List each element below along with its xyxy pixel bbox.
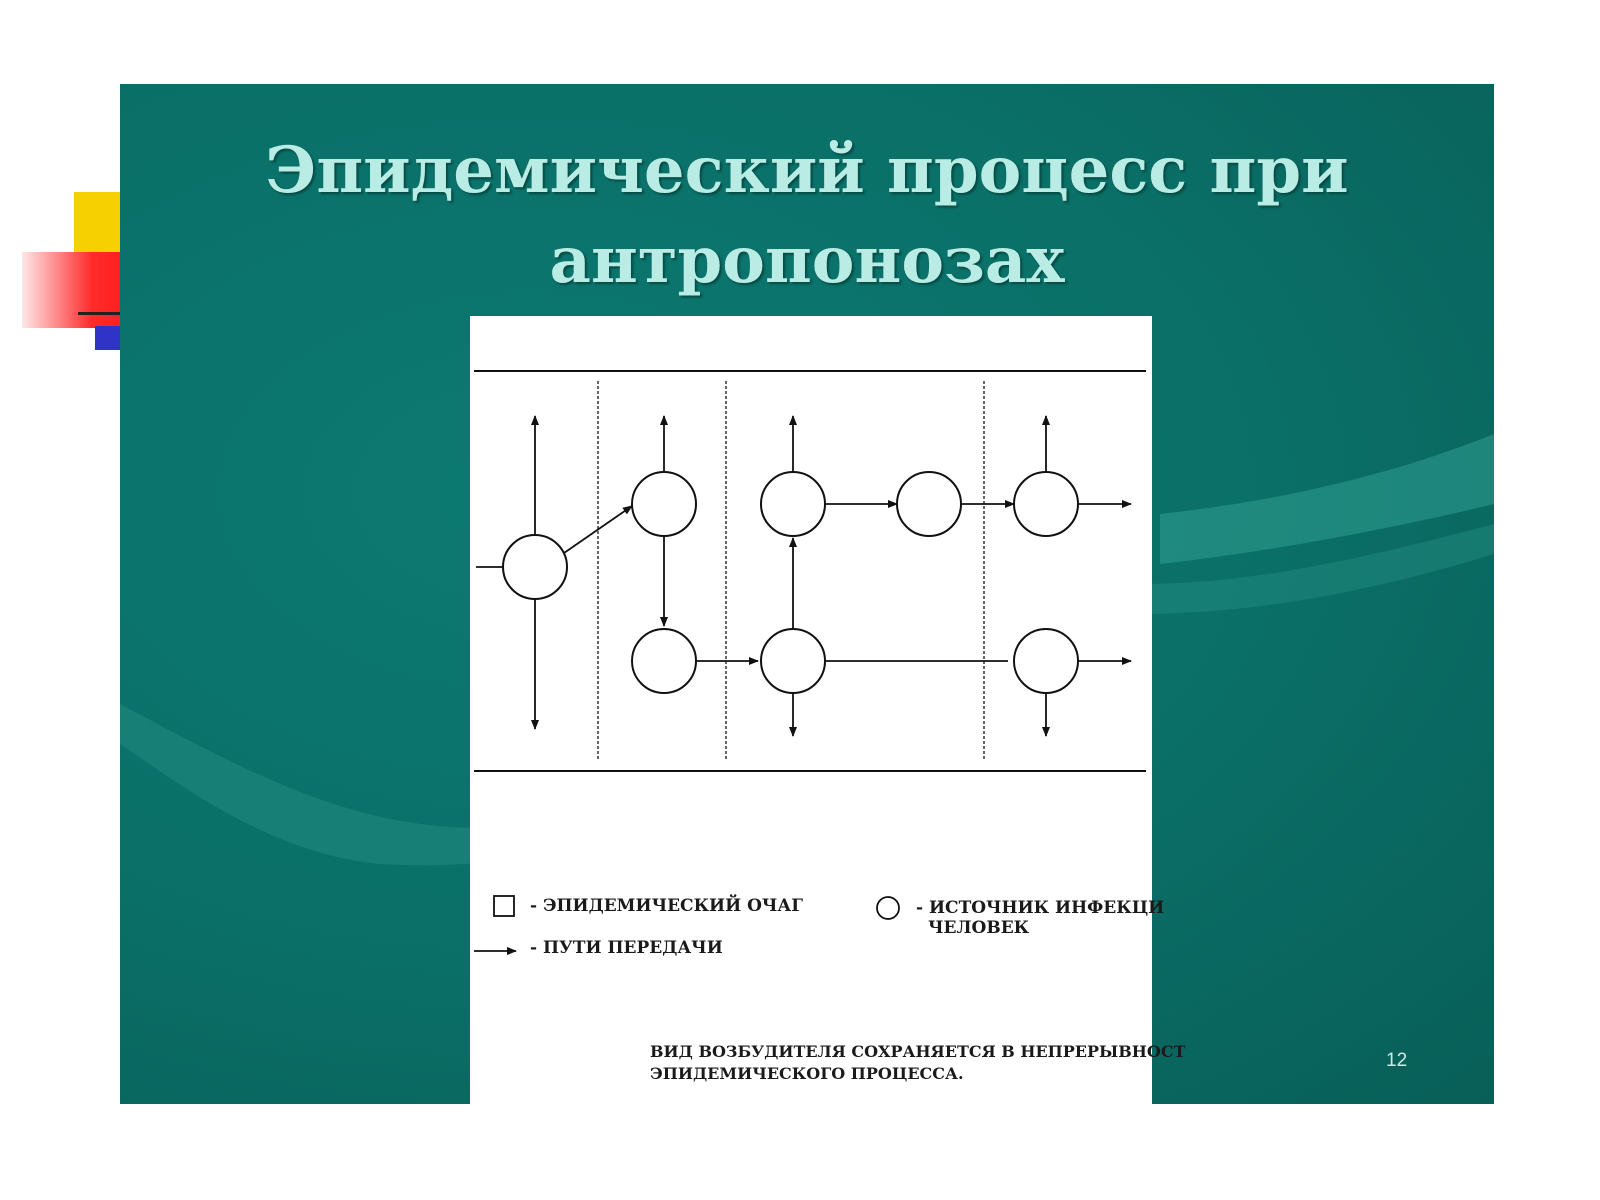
title-line-2: антропонозах	[549, 223, 1065, 298]
slide-title: Эпидемический процесс при антропонозах	[120, 126, 1494, 306]
infection-source-node	[896, 471, 962, 537]
legend-source-label-line1: - ИСТОЧНИК ИНФЕКЦИ	[916, 898, 1165, 918]
diagram-panel: - ЭПИДЕМИЧЕСКИЙ ОЧАГ - ПУТИ ПЕРЕДАЧИ - И…	[470, 316, 1185, 1106]
infection-source-node	[1013, 628, 1079, 694]
caption-line-2: ЭПИДЕМИЧЕСКОГО ПРОЦЕССА.	[650, 1064, 964, 1083]
legend-circle-icon	[876, 896, 900, 920]
infection-source-node	[631, 628, 697, 694]
legend-source-label-line2: ЧЕЛОВЕК	[928, 918, 1030, 938]
infection-source-node	[760, 628, 826, 694]
decor-line	[78, 312, 122, 315]
infection-source-node	[631, 471, 697, 537]
infection-source-node	[502, 534, 568, 600]
legend-square-icon	[493, 895, 515, 917]
transmission-arrow	[563, 505, 633, 554]
infection-source-node	[760, 471, 826, 537]
caption-line-1: ВИД ВОЗБУДИТЕЛЯ СОХРАНЯЕТСЯ В НЕПРЕРЫВНО…	[650, 1042, 1186, 1061]
title-line-1: Эпидемический процесс при	[265, 133, 1349, 208]
diagram-canvas	[474, 370, 1146, 955]
decor-yellow-square	[74, 192, 122, 252]
legend-transmission-label: - ПУТИ ПЕРЕДАЧИ	[530, 938, 723, 958]
decor-blue-square	[95, 326, 122, 350]
decor-red-square	[22, 252, 122, 328]
infection-source-node	[1013, 471, 1079, 537]
page-number: 12	[1386, 1050, 1408, 1071]
legend-focus-label: - ЭПИДЕМИЧЕСКИЙ ОЧАГ	[530, 896, 803, 916]
